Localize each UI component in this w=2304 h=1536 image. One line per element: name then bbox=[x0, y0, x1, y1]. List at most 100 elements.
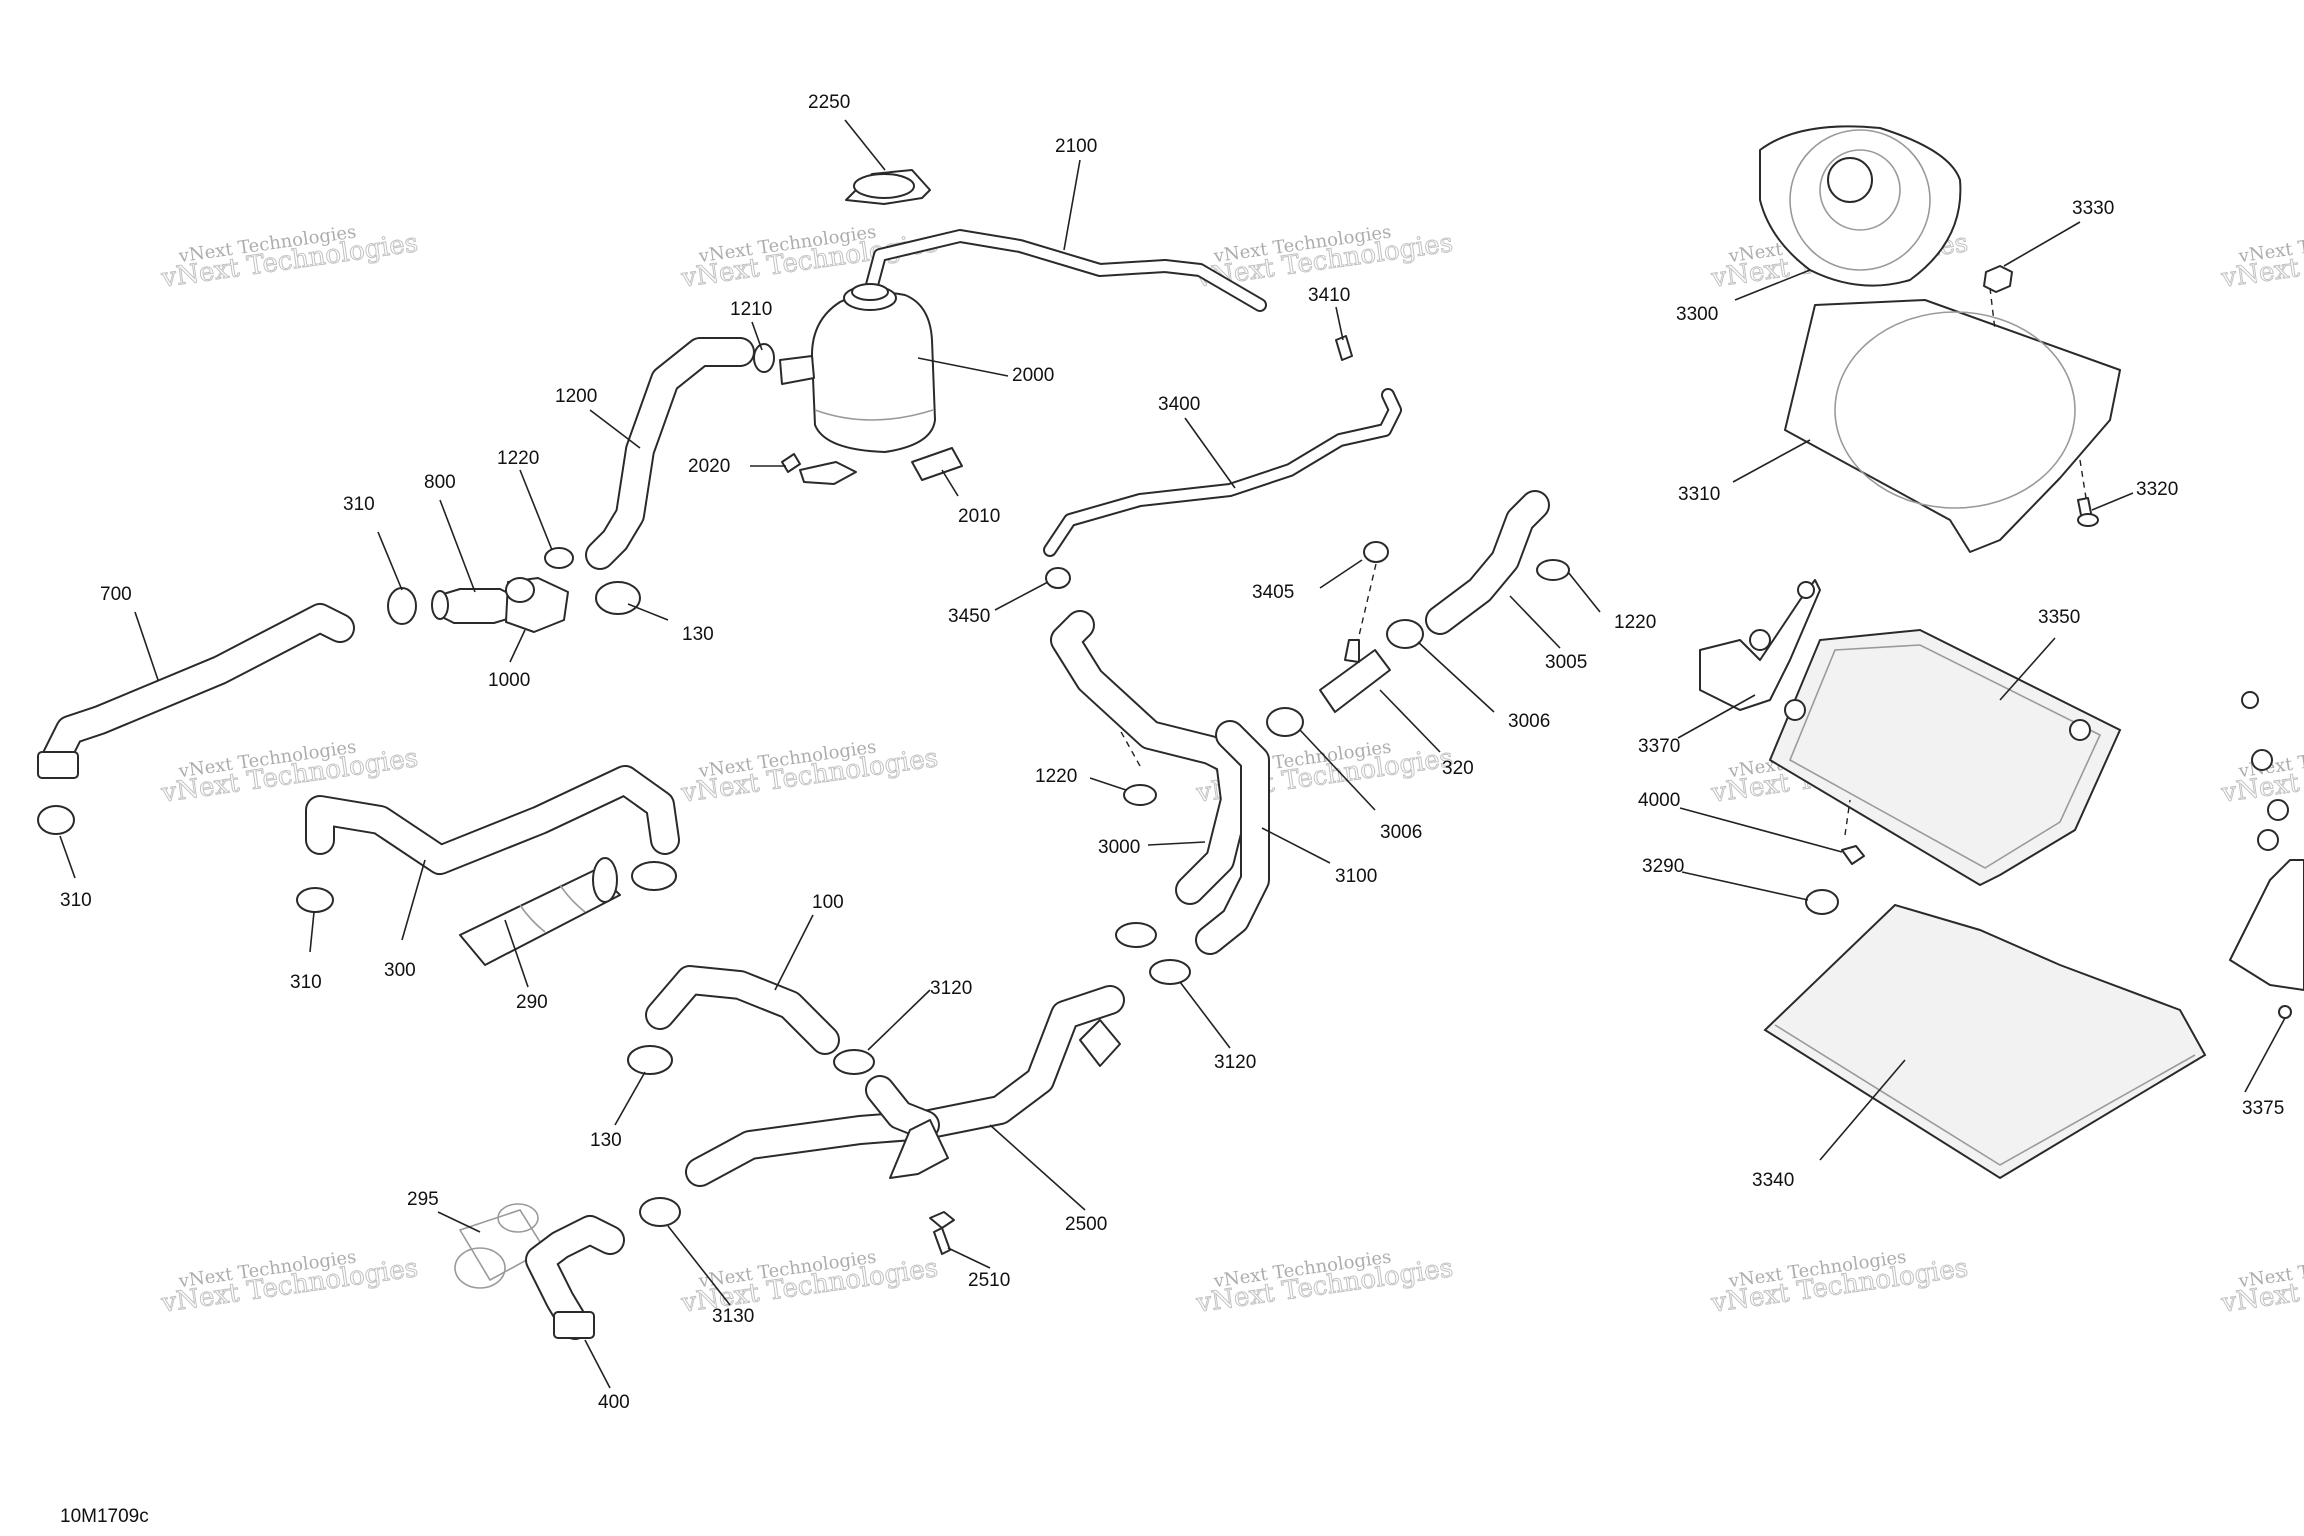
part-300-hose bbox=[305, 765, 680, 875]
callout-3450: 3450 bbox=[948, 606, 990, 627]
part-1220-clamp bbox=[1123, 784, 1157, 806]
callout-3100: 3100 bbox=[1335, 866, 1377, 887]
callout-310: 310 bbox=[290, 972, 322, 993]
callout-2100: 2100 bbox=[1055, 136, 1097, 157]
part-130-clamp bbox=[595, 581, 641, 615]
part-3290-clamp bbox=[1805, 889, 1839, 915]
part-3130-clamp bbox=[639, 1197, 681, 1227]
watermark: vNext Technologies vNext Technologies bbox=[2218, 1246, 2304, 1319]
part-3120-clamp bbox=[1149, 959, 1191, 985]
callout-130: 130 bbox=[682, 624, 714, 645]
part-1000-thermostat bbox=[505, 577, 569, 633]
part-3350-radiator bbox=[1768, 628, 2122, 887]
callout-1200: 1200 bbox=[555, 386, 597, 407]
callout-3000: 3000 bbox=[1098, 837, 1140, 858]
callout-3400: 3400 bbox=[1158, 394, 1200, 415]
callout-400: 400 bbox=[598, 1392, 630, 1413]
part-4000-push-pin bbox=[1841, 845, 1865, 865]
part-290-sleeve bbox=[459, 857, 621, 966]
callout-3375: 3375 bbox=[2242, 1098, 2284, 1119]
part-3400-hose bbox=[1043, 388, 1402, 557]
part-130-clamp bbox=[627, 1045, 673, 1075]
callout-1210: 1210 bbox=[730, 299, 772, 320]
callout-2510: 2510 bbox=[968, 1270, 1010, 1291]
part-1200-hose bbox=[585, 337, 755, 570]
part-3340-radiator-guard bbox=[1763, 903, 2207, 1180]
callout-3350: 3350 bbox=[2038, 607, 2080, 628]
part-1220-clamp bbox=[1536, 559, 1570, 581]
callout-310: 310 bbox=[343, 494, 375, 515]
callout-3005: 3005 bbox=[1545, 652, 1587, 673]
callout-1220: 1220 bbox=[1614, 612, 1656, 633]
callout-4000: 4000 bbox=[1638, 790, 1680, 811]
part-3300-fan bbox=[1759, 125, 1962, 287]
part-310-clamp bbox=[631, 861, 677, 891]
callout-2020: 2020 bbox=[688, 456, 730, 477]
callout-3310: 3310 bbox=[1678, 484, 1720, 505]
part-2020-screw bbox=[781, 453, 857, 485]
callout-2000: 2000 bbox=[1012, 365, 1054, 386]
part-310-clamp bbox=[37, 805, 75, 835]
part-2510-screw bbox=[929, 1211, 955, 1255]
part-310-clamp bbox=[387, 587, 417, 625]
part-310-clamp bbox=[296, 887, 334, 913]
callout-300: 300 bbox=[384, 960, 416, 981]
callout-1000: 1000 bbox=[488, 670, 530, 691]
callout-3120: 3120 bbox=[1214, 1052, 1256, 1073]
part-320-fitting bbox=[1319, 639, 1391, 713]
part-3310-fan-shroud bbox=[1784, 299, 2121, 553]
watermark: vNext Technologies vNext Technologies bbox=[2218, 221, 2304, 294]
part-2000-expansion-tank bbox=[779, 283, 936, 453]
watermark: vNext Technologies vNext Technologies bbox=[158, 221, 420, 294]
callout-3130: 3130 bbox=[712, 1306, 754, 1327]
part-3120-clamp bbox=[833, 1049, 875, 1075]
callout-295: 295 bbox=[407, 1189, 439, 1210]
callout-700: 700 bbox=[100, 584, 132, 605]
callout-3300: 3300 bbox=[1676, 304, 1718, 325]
callout-320: 320 bbox=[1442, 758, 1474, 779]
part-3320-screw bbox=[2077, 497, 2099, 527]
callout-100: 100 bbox=[812, 892, 844, 913]
part-2500-coolant-pipe bbox=[685, 985, 1125, 1187]
part-3410-clip bbox=[1335, 335, 1353, 361]
callout-310: 310 bbox=[60, 890, 92, 911]
callout-2010: 2010 bbox=[958, 506, 1000, 527]
part-700-hose bbox=[37, 603, 355, 779]
part-2100-overflow-hose bbox=[865, 229, 1267, 312]
callout-3006: 3006 bbox=[1380, 822, 1422, 843]
part-3005-hose bbox=[1425, 490, 1550, 635]
part-1220-clamp bbox=[544, 547, 574, 569]
part-3120-clamp bbox=[1115, 922, 1157, 948]
callout-labels: 2250 2100 1210 2000 1200 2020 2010 3410 … bbox=[60, 92, 2284, 1413]
callout-1220: 1220 bbox=[1035, 766, 1077, 787]
part-400-hose bbox=[525, 1215, 625, 1340]
callout-3290: 3290 bbox=[1642, 856, 1684, 877]
part-100-hose bbox=[645, 965, 840, 1055]
part-3370-bracket bbox=[1699, 579, 1821, 711]
part-3100-hose bbox=[1195, 720, 1270, 955]
callout-3370: 3370 bbox=[1638, 736, 1680, 757]
diagram-code: 10M1709c bbox=[60, 1506, 149, 1527]
watermark: vNext Technologies vNext Technologies bbox=[678, 736, 940, 809]
part-2010-label bbox=[911, 447, 963, 481]
callout-290: 290 bbox=[516, 992, 548, 1013]
leader-lines bbox=[59, 119, 2286, 1389]
callout-3340: 3340 bbox=[1752, 1170, 1794, 1191]
callout-3405: 3405 bbox=[1252, 582, 1294, 603]
callout-2500: 2500 bbox=[1065, 1214, 1107, 1235]
callout-1220: 1220 bbox=[497, 448, 539, 469]
callout-3006: 3006 bbox=[1508, 711, 1550, 732]
callout-130: 130 bbox=[590, 1130, 622, 1151]
part-800-thermostat-housing bbox=[431, 588, 517, 624]
watermark: vNext Technologies vNext Technologies bbox=[158, 736, 420, 809]
callout-3410: 3410 bbox=[1308, 285, 1350, 306]
callout-3120: 3120 bbox=[930, 978, 972, 999]
part-3405-clamp bbox=[1363, 541, 1389, 563]
watermark: vNext Technologies vNext Technologies bbox=[1708, 1246, 1970, 1319]
callout-3320: 3320 bbox=[2136, 479, 2178, 500]
callout-3330: 3330 bbox=[2072, 198, 2114, 219]
callout-800: 800 bbox=[424, 472, 456, 493]
callout-2250: 2250 bbox=[808, 92, 850, 113]
part-1210-clamp bbox=[753, 343, 775, 373]
